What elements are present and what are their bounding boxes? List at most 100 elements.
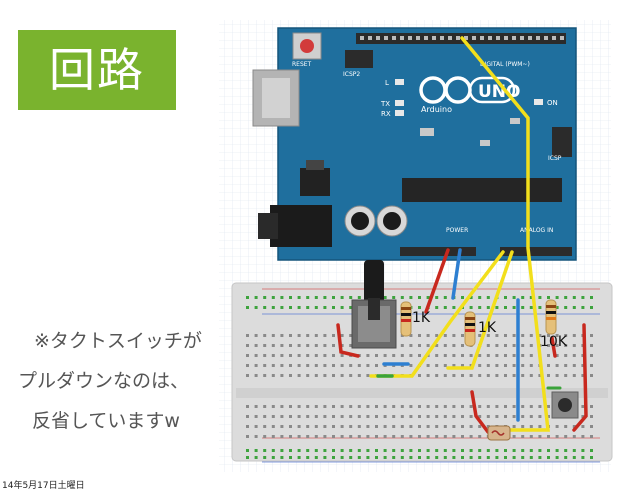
- breadboard-hole: [340, 354, 344, 357]
- header-pin: [392, 36, 396, 40]
- led-tx-label: TX: [380, 100, 390, 108]
- breadboard-hole: [392, 425, 396, 428]
- breadboard-hole: [452, 306, 456, 309]
- breadboard-hole: [572, 435, 576, 438]
- breadboard-hole: [452, 334, 456, 337]
- header-pin: [448, 36, 452, 40]
- breadboard-hole: [572, 449, 576, 452]
- breadboard-hole: [323, 354, 327, 357]
- breadboard-hole: [246, 435, 249, 438]
- breadboard-hole: [383, 405, 387, 408]
- breadboard-hole: [547, 296, 550, 299]
- breadboard-hole: [478, 405, 482, 408]
- header-pin: [416, 36, 420, 40]
- breadboard-hole: [263, 344, 267, 347]
- breadboard-hole: [461, 405, 464, 408]
- breadboard-hole: [314, 415, 318, 418]
- breadboard-hole: [289, 344, 292, 347]
- breadboard-hole: [254, 296, 258, 299]
- breadboard-hole: [452, 364, 456, 367]
- breadboard-hole: [349, 344, 353, 347]
- breadboard-hole: [349, 405, 353, 408]
- breadboard-hole: [486, 354, 490, 357]
- breadboard-hole: [392, 405, 396, 408]
- breadboard-hole: [366, 364, 370, 367]
- breadboard-hole: [478, 354, 482, 357]
- photoresistor: [487, 425, 511, 441]
- breadboard-hole: [469, 354, 473, 357]
- breadboard-hole: [263, 449, 267, 452]
- led-rx-label: RX: [381, 110, 391, 118]
- breadboard-hole: [538, 435, 542, 438]
- breadboard-hole: [564, 344, 568, 347]
- breadboard-hole: [529, 364, 533, 367]
- header-pin: [552, 36, 556, 40]
- breadboard-hole: [538, 425, 542, 428]
- breadboard-hole: [521, 435, 525, 438]
- header-pin: [384, 36, 388, 40]
- breadboard-hole: [461, 344, 464, 347]
- breadboard-hole: [418, 456, 421, 459]
- breadboard-hole: [357, 415, 361, 418]
- breadboard-hole: [504, 449, 507, 452]
- breadboard-hole: [495, 405, 499, 408]
- breadboard-hole: [426, 334, 430, 337]
- breadboard-hole: [443, 306, 447, 309]
- breadboard-hole: [495, 449, 499, 452]
- breadboard-hole: [375, 456, 378, 459]
- breadboard-hole: [349, 296, 353, 299]
- breadboard-hole: [383, 456, 387, 459]
- reset-label: RESET: [292, 61, 312, 68]
- breadboard-hole: [521, 334, 525, 337]
- breadboard-hole: [435, 296, 439, 299]
- breadboard-hole: [332, 449, 335, 452]
- breadboard-hole: [521, 449, 525, 452]
- breadboard-hole: [461, 354, 464, 357]
- breadboard-hole: [280, 374, 284, 377]
- breadboard-hole: [538, 334, 542, 337]
- breadboard-hole: [418, 354, 421, 357]
- breadboard-hole: [340, 415, 344, 418]
- breadboard-hole: [486, 306, 490, 309]
- breadboard-hole: [375, 415, 378, 418]
- breadboard-hole: [254, 334, 258, 337]
- breadboard-hole: [332, 405, 335, 408]
- breadboard-hole: [357, 449, 361, 452]
- icsp2-label: ICSP2: [343, 71, 360, 78]
- header-pin: [464, 36, 468, 40]
- header-pin: [480, 36, 484, 40]
- breadboard-hole: [452, 435, 456, 438]
- breadboard-hole: [512, 364, 516, 367]
- breadboard-hole: [452, 405, 456, 408]
- breadboard-hole: [349, 456, 353, 459]
- breadboard-hole: [254, 405, 258, 408]
- breadboard-hole: [486, 344, 490, 347]
- breadboard-hole: [547, 334, 550, 337]
- breadboard-hole: [426, 405, 430, 408]
- breadboard-hole: [280, 435, 284, 438]
- breadboard-hole: [555, 435, 559, 438]
- breadboard-hole: [306, 449, 310, 452]
- breadboard-hole: [400, 435, 404, 438]
- breadboard-hole: [306, 344, 310, 347]
- breadboard-hole: [504, 296, 507, 299]
- breadboard-hole: [555, 334, 559, 337]
- potentiometer: [351, 260, 397, 349]
- breadboard-hole: [443, 405, 447, 408]
- breadboard-hole: [478, 374, 482, 377]
- breadboard-hole: [280, 354, 284, 357]
- breadboard-hole: [572, 364, 576, 367]
- breadboard-hole: [564, 456, 568, 459]
- breadboard-hole: [564, 425, 568, 428]
- breadboard-hole: [418, 296, 421, 299]
- breadboard-hole: [332, 296, 335, 299]
- breadboard-hole: [461, 456, 464, 459]
- breadboard-hole: [521, 425, 525, 428]
- breadboard-hole: [289, 364, 292, 367]
- breadboard-hole: [383, 296, 387, 299]
- breadboard-hole: [469, 306, 473, 309]
- breadboard-hole: [349, 374, 353, 377]
- breadboard-hole: [504, 354, 507, 357]
- breadboard-hole: [486, 334, 490, 337]
- breadboard-hole: [581, 364, 585, 367]
